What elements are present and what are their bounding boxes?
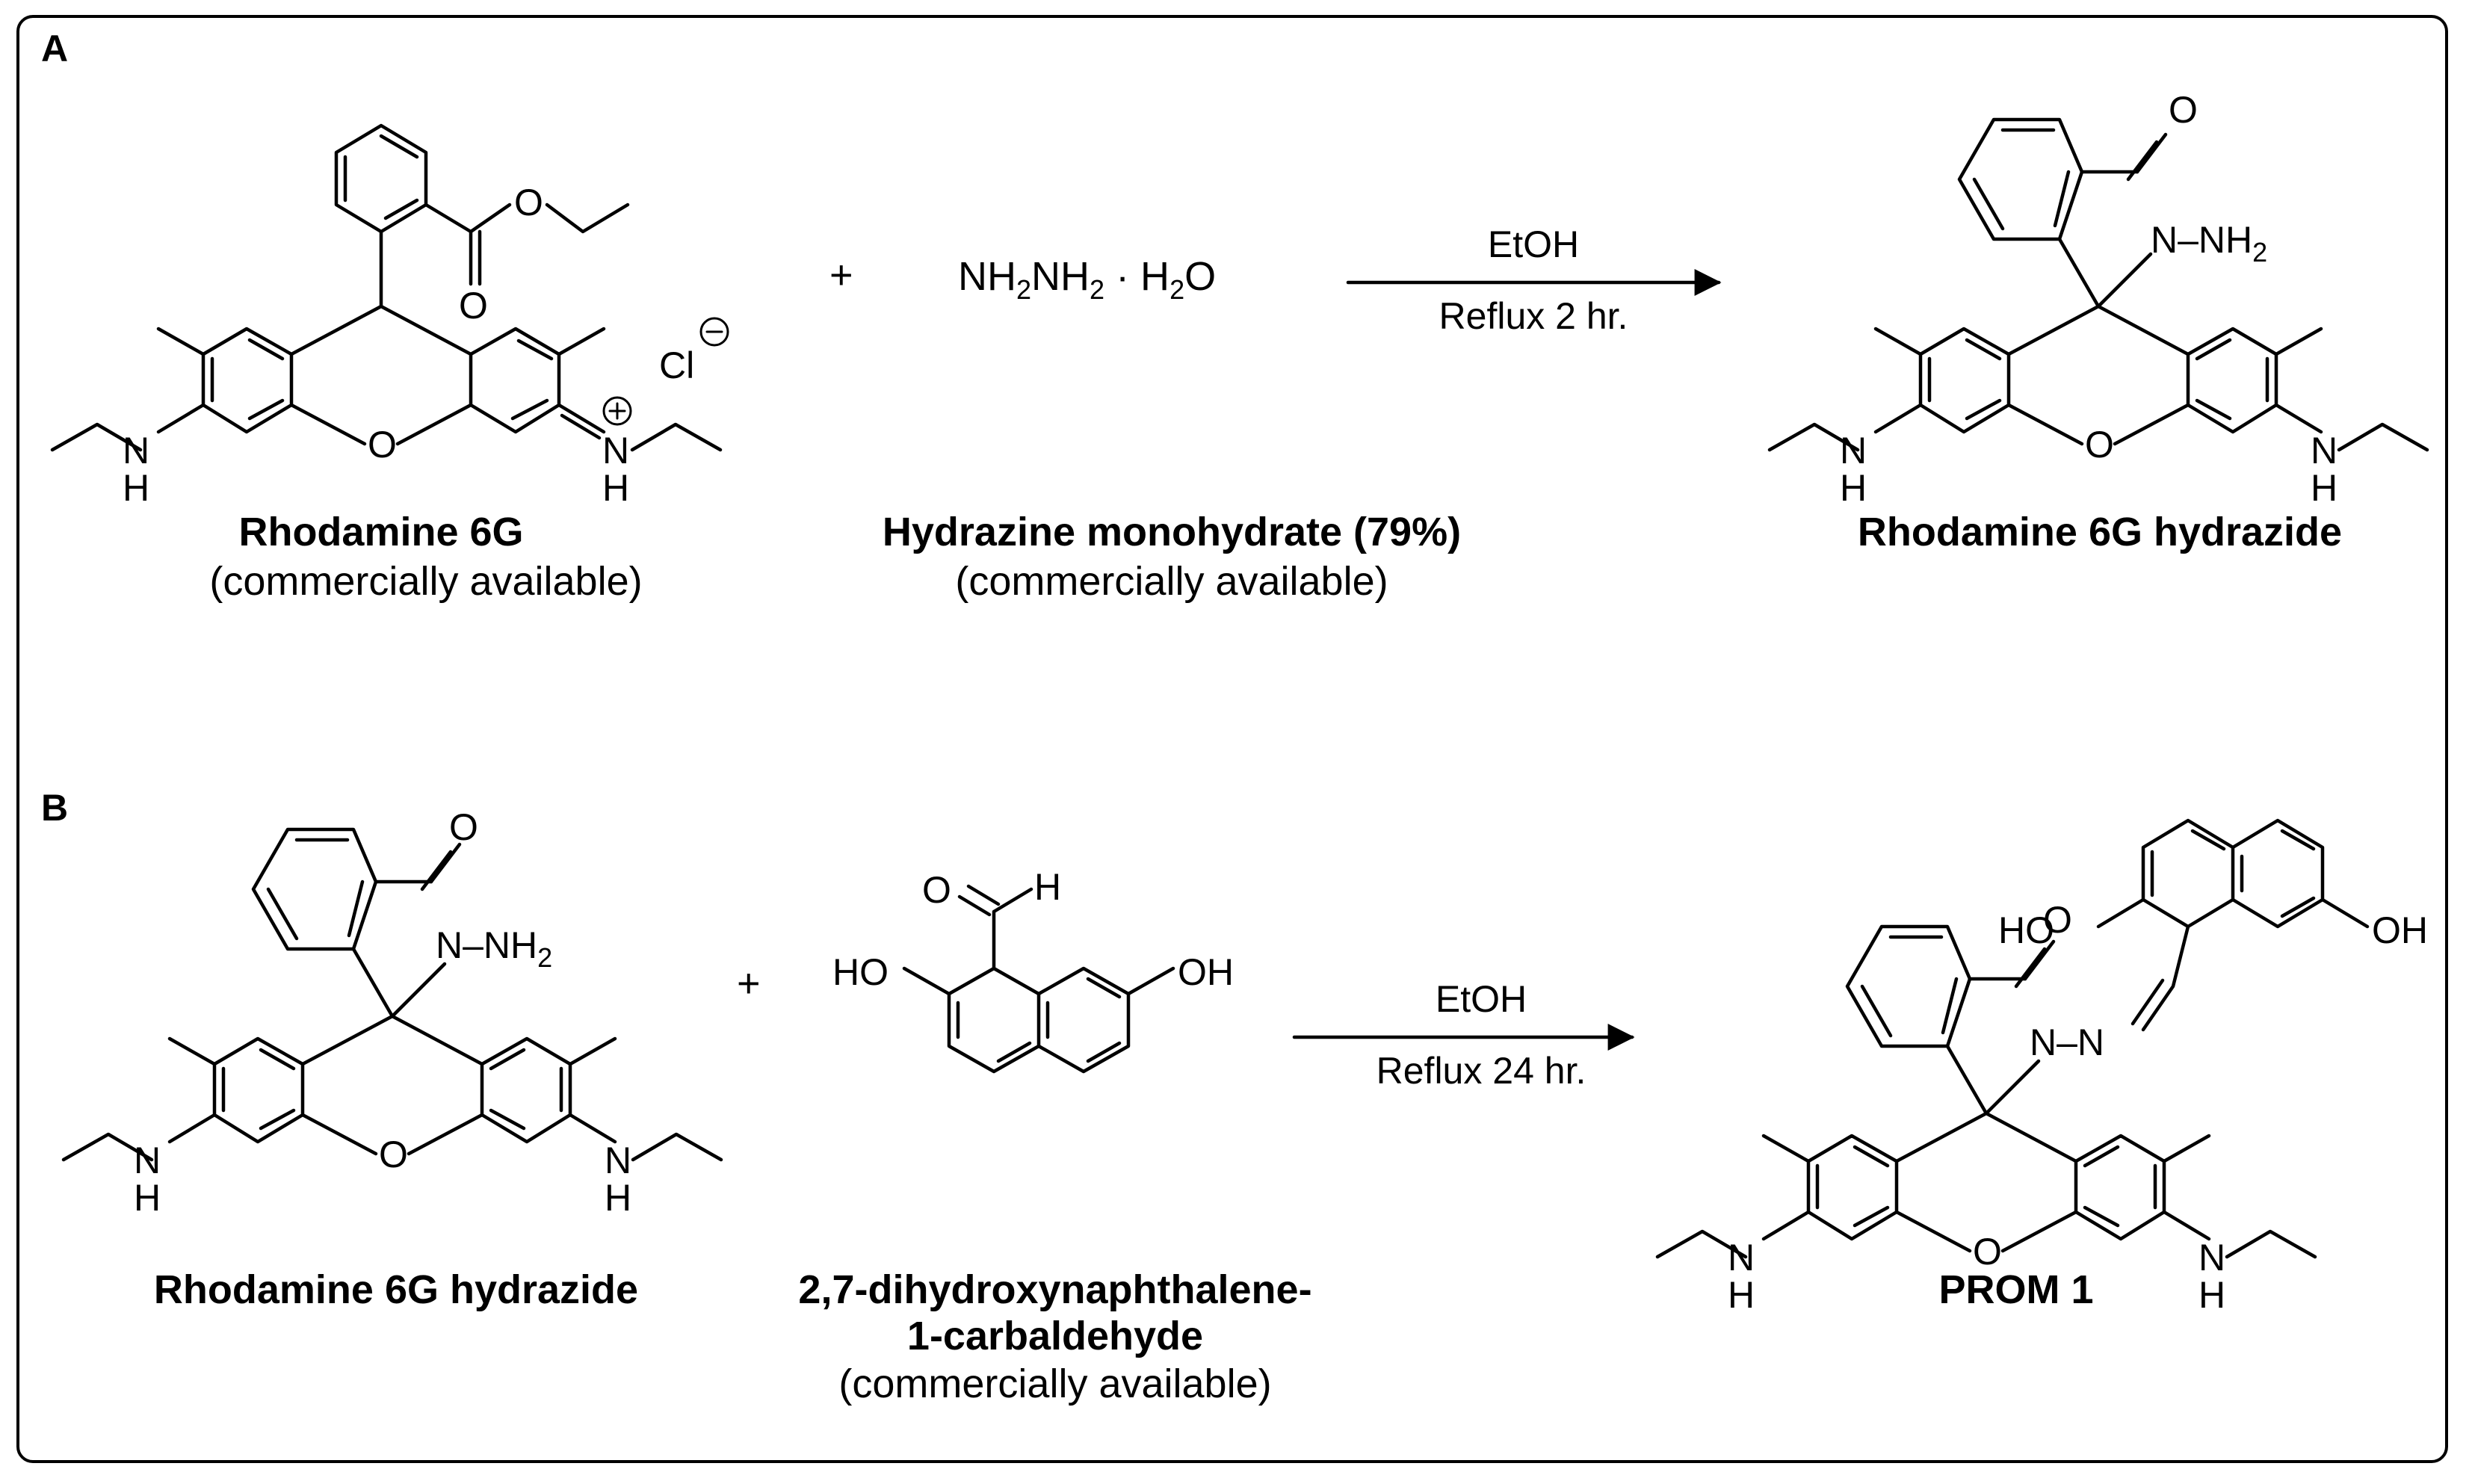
svg-text:OH: OH — [1178, 951, 1234, 993]
reactant-b2-name-line1: 2,7-dihydroxynaphthalene- — [798, 1267, 1311, 1312]
panel-label-b: B — [41, 787, 68, 829]
plus-b: + — [737, 961, 761, 1006]
svg-text:N: N — [1840, 430, 1867, 472]
svg-text:N: N — [1728, 1237, 1755, 1279]
svg-text:N: N — [2198, 1237, 2225, 1279]
svg-text:O: O — [449, 806, 478, 848]
svg-text:H: H — [605, 1177, 631, 1219]
reactant-b2-name-line2: 1-carbaldehyde — [907, 1314, 1203, 1358]
svg-text:O: O — [922, 869, 951, 911]
structure-dihydroxynaphthaldehyde: O H HO OH — [832, 866, 1234, 1074]
atom-chloride: Cl — [659, 344, 694, 386]
svg-text:HO: HO — [832, 951, 889, 993]
structure-rhodamine-6g-hydrazide-reactant: O N H N H O N–NH2 — [64, 806, 721, 1219]
structure-rhodamine-6g-hydrazide-product: O N H N H O N–NH2 — [1770, 89, 2427, 509]
panel-label-a: A — [41, 28, 68, 69]
svg-text:H: H — [1840, 467, 1867, 509]
atom-h-right: H — [602, 467, 629, 509]
rhodamine-6g-name: Rhodamine 6G — [238, 510, 523, 554]
svg-text:OH: OH — [2372, 909, 2428, 951]
svg-text:H: H — [1728, 1274, 1755, 1316]
atom-o-ester: O — [514, 182, 543, 223]
svg-text:H: H — [134, 1177, 161, 1219]
product-b-name: PROM 1 — [1938, 1267, 2093, 1312]
conditions-b-time: Reflux 24 hr. — [1376, 1050, 1586, 1092]
svg-text:O: O — [379, 1134, 408, 1175]
conditions-a-time: Reflux 2 hr. — [1439, 295, 1628, 337]
atom-h-left: H — [123, 467, 149, 509]
atom-n-right: N — [602, 430, 629, 472]
hydrazine-formula: NH2NH2 · H2O — [958, 254, 1216, 305]
svg-text:O: O — [2085, 424, 2114, 466]
conditions-b-solvent: EtOH — [1436, 978, 1527, 1020]
svg-text:N–NH2: N–NH2 — [2151, 219, 2267, 268]
plus-a: + — [829, 253, 853, 297]
svg-text:N: N — [134, 1140, 161, 1181]
reactant-b2-note: (commercially available) — [838, 1361, 1271, 1406]
svg-text:N: N — [2311, 430, 2337, 472]
rhodamine-6g-note: (commercially available) — [209, 559, 642, 604]
structure-prom-1: O N H N H O N–N HO OH — [1657, 818, 2428, 1316]
product-a-name: Rhodamine 6G hydrazide — [1858, 510, 2342, 554]
atom-n-left: N — [123, 430, 149, 472]
svg-text:N–NH2: N–NH2 — [436, 924, 552, 973]
hydrazine-note: (commercially available) — [955, 559, 1388, 604]
atom-o-carbonyl: O — [459, 285, 488, 327]
svg-text:H: H — [2198, 1274, 2225, 1316]
svg-text:HO: HO — [1998, 909, 2054, 951]
conditions-a-solvent: EtOH — [1488, 223, 1579, 265]
figure-frame — [16, 15, 2448, 1463]
atom-o-xanthene: O — [368, 424, 397, 466]
svg-text:O: O — [1973, 1231, 2002, 1273]
svg-text:H: H — [2311, 467, 2337, 509]
svg-text:H: H — [1034, 866, 1061, 908]
svg-text:N–N: N–N — [2030, 1021, 2104, 1063]
structure-rhodamine-6g: O O O N H N H Cl — [50, 123, 729, 509]
svg-text:O: O — [2043, 899, 2072, 941]
hydrazine-name: Hydrazine monohydrate (79%) — [883, 510, 1461, 554]
svg-text:N: N — [605, 1140, 631, 1181]
reactant-b1-name: Rhodamine 6G hydrazide — [154, 1267, 638, 1312]
svg-text:O: O — [2169, 89, 2198, 131]
